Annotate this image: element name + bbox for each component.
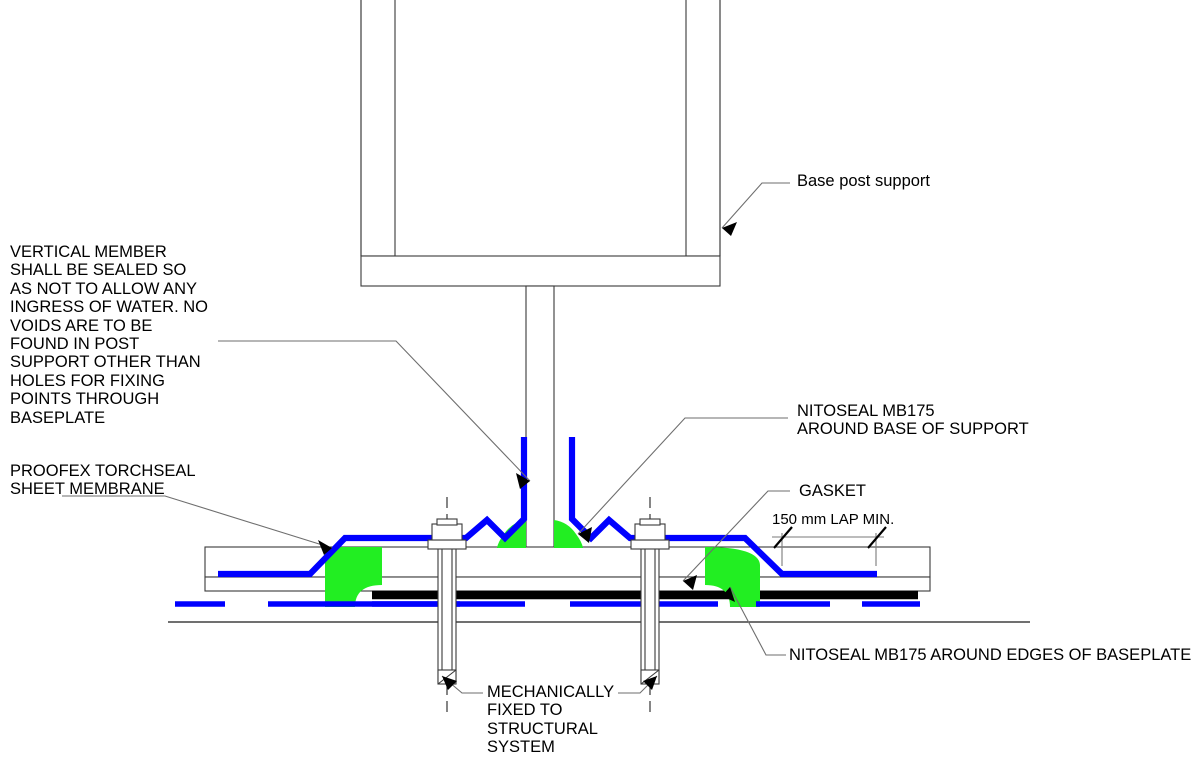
- membrane-right-slope: [712, 534, 877, 578]
- leader-vertical-member-note: [218, 340, 531, 482]
- nitoseal-sealant-fillets: [325, 520, 760, 607]
- sealant-post-base-right: [554, 520, 583, 548]
- bolt-left-nut-top: [436, 518, 458, 526]
- label-lap-dimension: 150 mm LAP MIN.: [772, 511, 895, 528]
- baseplate-assembly: [168, 546, 1030, 623]
- arrow-nitoseal-base: [578, 527, 592, 543]
- label-nitoseal-base-of-support: NITOSEAL MB175 AROUND BASE OF SUPPORT: [797, 402, 1029, 439]
- arrow-vertical-member-note: [516, 473, 530, 489]
- dim-tick-right: [867, 526, 887, 549]
- gasket-layer: [204, 576, 931, 592]
- bolt-left-nut: [431, 523, 463, 541]
- arrow-mech-fixed-left: [442, 676, 457, 690]
- bolt-right-nut-top: [639, 518, 661, 526]
- label-mechanically-fixed: MECHANICALLY FIXED TO STRUCTURAL SYSTEM: [487, 683, 615, 757]
- label-base-post-support: Base post support: [797, 172, 930, 190]
- fixing-bolt-left: [427, 497, 467, 712]
- leader-nitoseal-base: [577, 417, 788, 535]
- arrow-nitoseal-edges: [722, 587, 735, 602]
- bolt-left-tip-chamfer: [437, 669, 457, 685]
- base-post-support-geometry: [360, 0, 721, 549]
- post-right-web: [685, 0, 721, 257]
- sealant-left-fillet-curve: [325, 547, 382, 607]
- bolt-right-shank: [640, 529, 660, 683]
- bolt-left-shank: [437, 529, 457, 683]
- leader-base-post-support: [721, 182, 790, 229]
- arrow-base-post-support: [722, 222, 737, 236]
- post-bottom-flange: [360, 255, 721, 287]
- arrow-mech-fixed-right: [643, 676, 657, 690]
- label-proofex-torchseal: PROOFEX TORCHSEAL SHEET MEMBRANE: [10, 462, 196, 499]
- membrane-left-slope: [218, 534, 378, 578]
- label-nitoseal-edges-of-baseplate: NITOSEAL MB175 AROUND EDGES OF BASEPLATE: [789, 646, 1192, 664]
- leader-lines: [62, 182, 790, 694]
- post-left-web: [360, 0, 396, 257]
- sealant-right-fillet-curve: [705, 547, 760, 607]
- arrow-gasket: [683, 575, 697, 590]
- label-vertical-member-note: VERTICAL MEMBER SHALL BE SEALED SO AS NO…: [10, 243, 209, 427]
- leader-gasket: [682, 490, 790, 582]
- leader-proofex: [62, 495, 333, 549]
- label-gasket: GASKET: [799, 482, 866, 500]
- lap-dimension-geometry: [772, 526, 887, 566]
- post-stem: [525, 285, 555, 549]
- dim-tick-left: [773, 526, 793, 549]
- bolt-right-nut: [634, 523, 666, 541]
- arrow-proofex: [318, 540, 332, 555]
- leader-nitoseal-edges: [729, 586, 786, 656]
- bolt-left-washer: [427, 539, 467, 550]
- bolt-right-washer: [630, 539, 670, 550]
